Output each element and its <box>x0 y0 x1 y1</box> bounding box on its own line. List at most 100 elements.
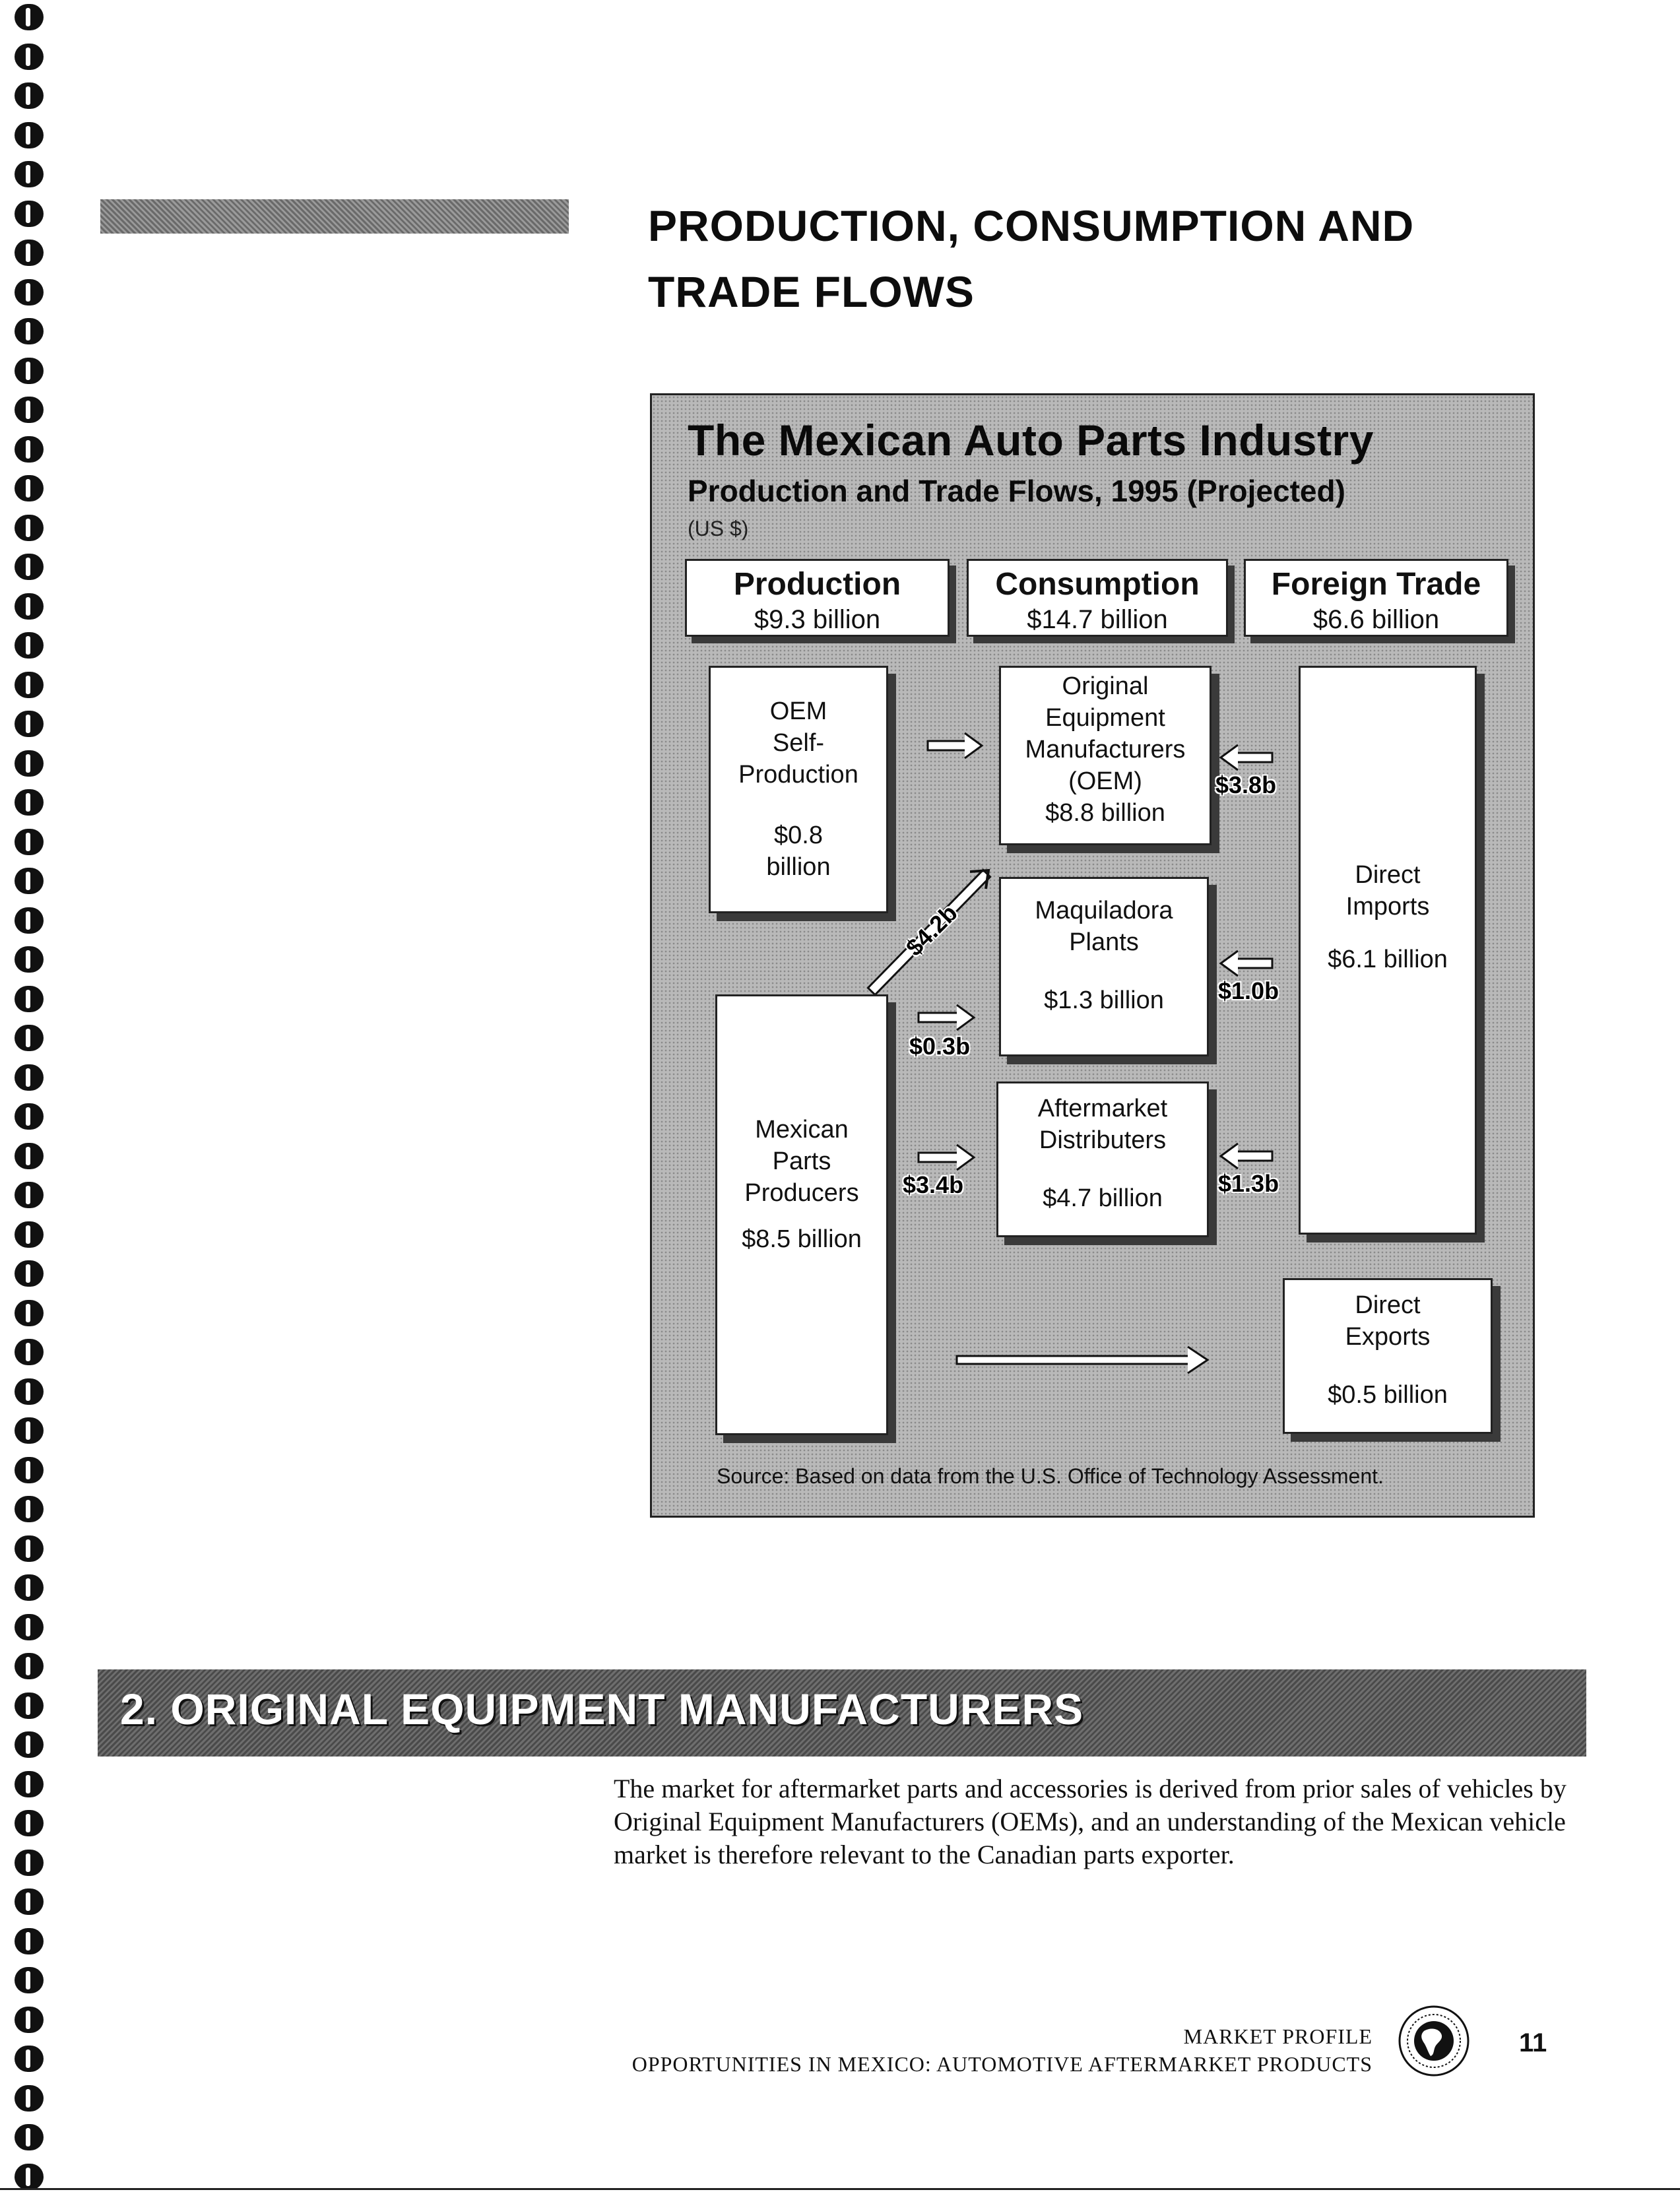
binding-hole <box>15 4 44 30</box>
binding-hole <box>15 2085 44 2112</box>
flow-label-imports-to-maquiladora: $1.0b <box>1218 977 1279 1004</box>
column-header-production-label: Production <box>733 567 901 602</box>
binding-hole <box>15 1103 44 1130</box>
column-header-foreign-trade: Foreign Trade $6.6 billion <box>1244 559 1508 637</box>
binding-hole <box>15 1496 44 1522</box>
binding-hole <box>15 318 44 344</box>
arrow-imports-to-oem <box>1219 744 1274 771</box>
binding-hole <box>15 1339 44 1365</box>
column-header-foreign-trade-label: Foreign Trade <box>1271 567 1481 602</box>
binding-hole <box>15 1182 44 1208</box>
binding-hole <box>15 632 44 659</box>
figure-source: Source: Based on data from the U.S. Offi… <box>717 1464 1384 1488</box>
binding-hole <box>15 1928 44 1954</box>
binding-hole <box>15 946 44 973</box>
binding-hole <box>15 358 44 384</box>
binding-hole <box>15 1378 44 1405</box>
binding-hole <box>15 1064 44 1091</box>
binding-hole <box>15 44 44 70</box>
section-2-banner: 2. Original Equipment Manufacturers <box>98 1669 1586 1757</box>
binding-hole <box>15 554 44 580</box>
box-mexican-parts-producers: Mexican Parts Producers $8.5 billion <box>715 994 888 1435</box>
binding-hole <box>15 1810 44 1836</box>
footer-market-profile: Market Profile <box>1183 2024 1373 2048</box>
binding-hole <box>15 593 44 620</box>
flow-label-producers-to-maquiladora: $0.3b <box>909 1033 971 1060</box>
binding-hole <box>15 1221 44 1248</box>
section-heading: Production, Consumption and Trade Flows <box>648 193 1506 325</box>
section-2-heading: 2. Original Equipment Manufacturers <box>120 1685 1084 1733</box>
flow-diagram-figure: The Mexican Auto Parts Industry Producti… <box>650 393 1535 1518</box>
page-number: 11 <box>1519 2028 1547 2057</box>
binding-hole <box>15 868 44 894</box>
section-heading-line-2: Trade Flows <box>648 267 975 316</box>
figure-subtitle: Production and Trade Flows, 1995 (Projec… <box>688 474 1345 508</box>
box-oem-name: Original Equipment Manufacturers (OEM) <box>1025 672 1186 795</box>
box-maquiladora-plants-value: $1.3 billion <box>1044 986 1164 1014</box>
binding-hole <box>15 1300 44 1326</box>
box-aftermarket-distributers-name: Aftermarket Distributers <box>1037 1095 1168 1154</box>
binding-hole <box>15 1850 44 1876</box>
binding-hole <box>15 1967 44 1993</box>
column-header-consumption-label: Consumption <box>995 567 1200 602</box>
box-direct-exports: Direct Exports $0.5 billion <box>1283 1278 1493 1434</box>
binding-hole <box>15 2046 44 2072</box>
binding-hole <box>15 1143 44 1169</box>
binding-hole <box>15 1417 44 1444</box>
box-oem-self-production-name: OEM Self- Production <box>738 697 858 789</box>
binding-hole <box>15 1771 44 1797</box>
binding-hole <box>15 829 44 855</box>
binding-hole <box>15 1614 44 1640</box>
box-direct-imports-value: $6.1 billion <box>1328 946 1448 973</box>
arrow-imports-to-aftermarket <box>1219 1142 1274 1170</box>
binding-hole <box>15 279 44 306</box>
box-aftermarket-distributers-value: $4.7 billion <box>1043 1184 1163 1212</box>
binding-hole <box>15 1535 44 1562</box>
binding-hole <box>15 1025 44 1051</box>
footer-publication-title: Opportunities in Mexico: Automotive Afte… <box>631 2052 1373 2076</box>
column-header-foreign-trade-value: $6.6 billion <box>1312 605 1440 634</box>
arrow-oem-self-to-oem <box>926 732 984 759</box>
decorative-header-bar <box>100 199 569 234</box>
north-america-globe-seal-icon <box>1398 2005 1470 2077</box>
box-oem-self-production: OEM Self- Production $0.8 billion <box>709 666 888 913</box>
binding-hole <box>15 907 44 934</box>
spiral-binding <box>15 0 48 2194</box>
column-header-consumption-value: $14.7 billion <box>1027 605 1168 634</box>
box-mexican-parts-producers-name: Mexican Parts Producers <box>744 1116 859 1207</box>
column-header-production: Production $9.3 billion <box>685 559 950 637</box>
binding-hole <box>15 1888 44 1915</box>
box-mexican-parts-producers-value: $8.5 billion <box>742 1225 862 1253</box>
binding-hole <box>15 789 44 816</box>
section-heading-line-1: Production, Consumption and <box>648 201 1415 250</box>
box-direct-imports: Direct Imports $6.1 billion <box>1299 666 1477 1235</box>
binding-hole <box>15 475 44 501</box>
flow-label-producers-to-aftermarket: $3.4b <box>903 1171 964 1198</box>
box-maquiladora-plants: Maquiladora Plants $1.3 billion <box>999 877 1209 1056</box>
box-oem-self-production-value: $0.8 billion <box>766 822 831 881</box>
box-aftermarket-distributers: Aftermarket Distributers $4.7 billion <box>996 1081 1209 1237</box>
flow-label-imports-to-aftermarket: $1.3b <box>1218 1170 1279 1197</box>
binding-hole <box>15 1693 44 1719</box>
flow-label-imports-to-oem: $3.8b <box>1215 771 1277 798</box>
column-header-production-value: $9.3 billion <box>754 605 881 634</box>
arrow-producers-to-exports <box>955 1345 1210 1374</box>
binding-hole <box>15 750 44 777</box>
flow-arrows <box>866 732 1274 1374</box>
box-direct-exports-value: $0.5 billion <box>1328 1381 1448 1409</box>
body-paragraph: The market for aftermarket parts and acc… <box>614 1774 1567 1869</box>
binding-hole <box>15 1574 44 1601</box>
arrow-imports-to-maquiladora <box>1219 950 1274 977</box>
arrow-producers-to-oem <box>866 868 992 996</box>
box-oem-value: $8.8 billion <box>1045 799 1165 827</box>
binding-hole <box>15 515 44 541</box>
binding-hole <box>15 122 44 148</box>
binding-hole <box>15 2164 44 2190</box>
binding-hole <box>15 161 44 187</box>
bottom-rule <box>0 2188 1680 2190</box>
binding-hole <box>15 672 44 698</box>
figure-units: (US $) <box>688 517 749 540</box>
box-maquiladora-plants-name: Maquiladora Plants <box>1035 897 1173 956</box>
box-direct-imports-name: Direct Imports <box>1345 861 1430 920</box>
box-oem: Original Equipment Manufacturers (OEM) $… <box>999 666 1212 845</box>
